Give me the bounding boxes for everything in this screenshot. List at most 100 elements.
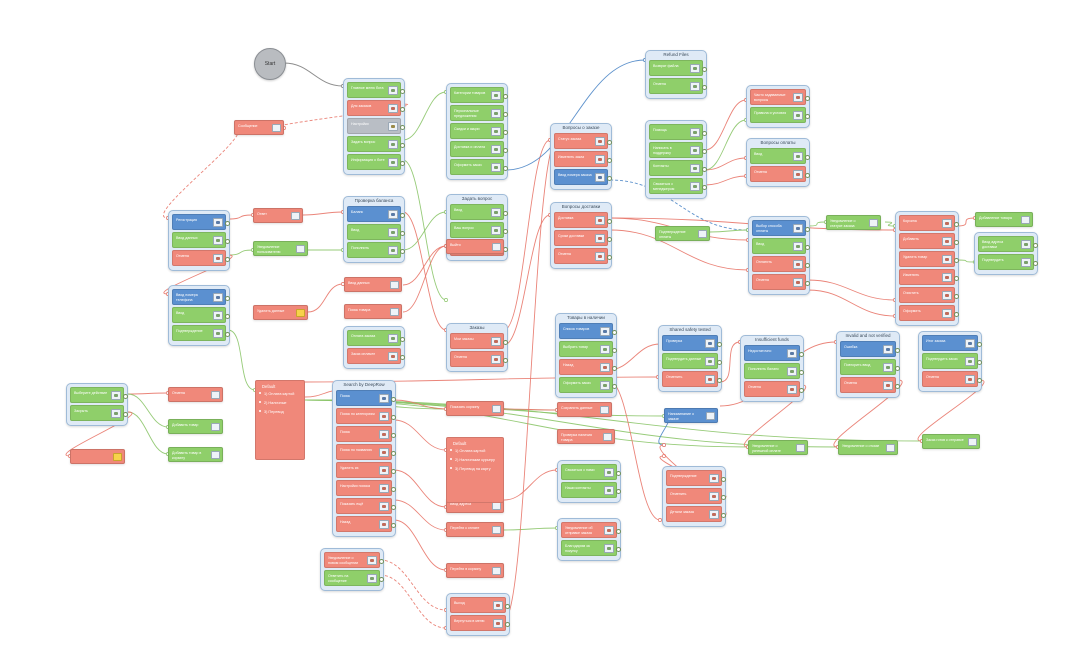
node-item[interactable]: Поиск [336,390,396,406]
output-port[interactable] [505,604,510,609]
single-node-7[interactable]: Выйти [446,239,504,254]
node-item[interactable]: Связаться с нами [561,464,621,480]
node-item[interactable]: Оформить [899,305,959,321]
node-item[interactable]: Выход [450,597,510,613]
node-item[interactable]: Подтвердить данные [662,353,722,369]
node-item[interactable]: Удалить из [336,462,396,478]
output-port[interactable] [400,143,405,148]
single-node-23[interactable]: Уведомление о отказе [838,440,898,455]
single-node-25[interactable]: Напоминание о заказе [664,408,718,423]
single-node-18[interactable]: Проверка наличия товара [557,429,615,444]
node-item[interactable]: Показать ещё [336,498,396,514]
node-item[interactable]: Ввод данных [172,232,230,248]
output-port[interactable] [503,166,508,171]
output-port[interactable] [503,148,508,153]
output-port[interactable] [805,263,810,268]
node-item[interactable]: Отмена [744,381,804,397]
node-item[interactable]: Информация о боте [347,154,405,170]
node-item[interactable]: Отмена [750,166,810,182]
node-item[interactable]: Благодарим за покупку [561,540,621,556]
node-item[interactable]: Выбор способа оплаты [752,220,810,236]
node-item[interactable]: Задать вопрос [347,136,405,152]
node-item[interactable]: Пополнить [347,242,405,258]
output-port[interactable] [123,412,128,417]
node-item[interactable]: Итог заказа [922,335,982,351]
single-node-20[interactable]: Уведомление о статусе заказа [826,215,881,230]
output-port[interactable] [379,559,384,564]
output-port[interactable] [503,358,508,363]
single-node-14[interactable]: Перейти к оплате [446,522,504,537]
output-port[interactable] [503,211,508,216]
node-item[interactable]: Ввод номера заказа [554,169,612,185]
output-port[interactable] [717,360,722,365]
node-item[interactable]: Подтвердить заказ [922,353,982,369]
output-port[interactable] [702,185,707,190]
node-item[interactable]: Ввод адреса доставки [978,236,1038,252]
output-port[interactable] [612,330,617,335]
single-node-15[interactable]: Перейти в корзину [446,563,504,578]
output-port[interactable] [612,348,617,353]
output-port[interactable] [1033,243,1038,248]
node-item[interactable]: Написать в поддержку [649,142,707,158]
output-port[interactable] [616,529,621,534]
node-item[interactable]: Доставка и оплата [450,141,508,157]
output-port[interactable] [895,384,900,389]
node-item[interactable]: Правила и условия [750,107,810,123]
node-item[interactable]: Часто задаваемые вопросы [750,89,810,105]
node-item[interactable]: Баланс [347,206,405,222]
output-port[interactable] [225,239,230,244]
output-port[interactable] [616,547,621,552]
node-item[interactable]: Подтвердить [978,254,1038,270]
output-port[interactable] [702,167,707,172]
node-item[interactable]: Главное меню бота [347,82,405,98]
node-item[interactable]: Уведомление о новом сообщении [324,552,384,568]
output-port[interactable] [895,366,900,371]
output-port[interactable] [607,255,612,260]
node-item[interactable]: Ввод [750,148,810,164]
node-item[interactable]: Список товаров [559,323,617,339]
node-item[interactable]: Оформить заказ [559,377,617,393]
node-item[interactable]: Отмена [922,371,982,387]
node-item[interactable]: Мои заказы [450,333,508,349]
node-item[interactable]: Детали заказа [666,506,726,522]
output-port[interactable] [954,240,959,245]
single-node-21[interactable]: Добавление товара [975,212,1033,227]
default-option[interactable]: 3) Перевод на карту [447,464,503,473]
output-port[interactable] [225,257,230,262]
output-port[interactable] [612,384,617,389]
input-port[interactable] [444,298,448,302]
node-item[interactable]: Возврат файла [649,60,707,76]
output-port[interactable] [954,258,959,263]
output-port[interactable] [400,337,405,342]
node-item[interactable]: Недостаточно [744,345,804,361]
default-option[interactable]: 3) Перевод [256,407,304,416]
output-port[interactable] [400,249,405,254]
output-port[interactable] [503,229,508,234]
output-port[interactable] [607,237,612,242]
output-port[interactable] [805,227,810,232]
node-item[interactable]: Оплата заказа [347,330,405,346]
single-node-22[interactable]: Уведомление о успешной оплате [748,440,808,455]
node-item[interactable]: Подтверждение [172,325,230,341]
node-item[interactable]: Оформить заказ [450,159,508,175]
output-port[interactable] [379,577,384,582]
output-port[interactable] [400,213,405,218]
output-port[interactable] [225,296,230,301]
output-port[interactable] [612,366,617,371]
node-item[interactable]: Отмена [649,78,707,94]
node-item[interactable]: Настройки [347,118,405,134]
output-port[interactable] [805,245,810,250]
node-item[interactable]: Оплатить [752,256,810,272]
node-item[interactable]: Сроки доставки [554,230,612,246]
